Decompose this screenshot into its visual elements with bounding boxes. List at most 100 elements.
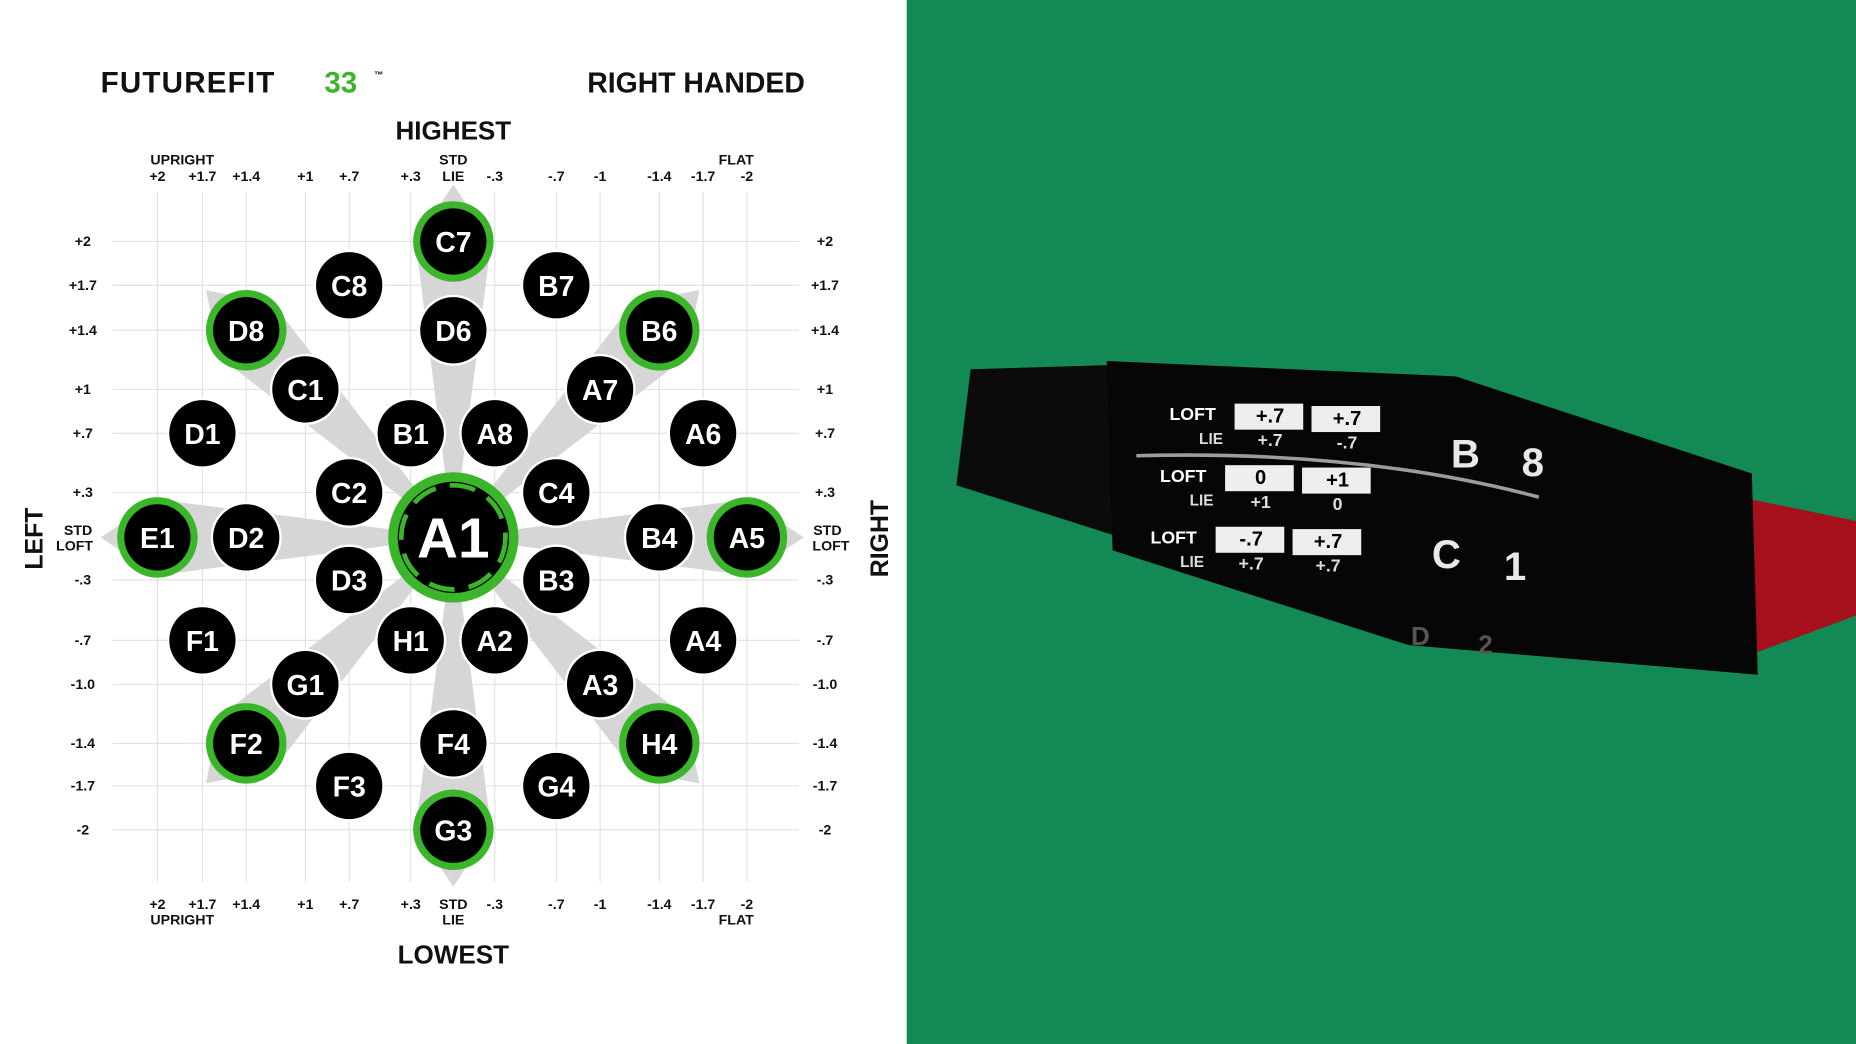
setting-A3[interactable]: A3 — [564, 648, 636, 720]
sleeve-mark: B — [1451, 432, 1480, 477]
setting-D8[interactable]: D8 — [205, 290, 287, 371]
setting-G3[interactable]: G3 — [413, 789, 494, 870]
std-loft-right-1: STD — [813, 523, 841, 539]
setting-label: A1 — [417, 508, 490, 571]
setting-C7[interactable]: C7 — [413, 201, 494, 282]
setting-H4[interactable]: H4 — [619, 703, 700, 784]
setting-B3[interactable]: B3 — [520, 544, 592, 616]
setting-D6[interactable]: D6 — [417, 294, 489, 366]
setting-C8[interactable]: C8 — [313, 249, 385, 321]
lie-tick-top: -.3 — [486, 169, 503, 185]
setting-label: A5 — [729, 523, 765, 555]
lie-tick-top: -.7 — [548, 169, 565, 185]
setting-label: C2 — [331, 478, 367, 510]
setting-C2[interactable]: C2 — [313, 456, 385, 528]
setting-D2[interactable]: D2 — [210, 501, 282, 573]
node-disc — [523, 252, 590, 319]
setting-A8[interactable]: A8 — [459, 397, 531, 469]
setting-B7[interactable]: B7 — [520, 249, 592, 321]
center-disc — [397, 481, 509, 594]
brand-name: FUTUREFIT — [101, 66, 276, 99]
adapter-text: +.7 — [1257, 430, 1282, 450]
flat-label-top: FLAT — [719, 153, 755, 169]
lie-tick-top: +2 — [149, 169, 165, 185]
adapter-label-box — [1225, 465, 1294, 492]
node-disc — [523, 459, 590, 526]
lie-tick-top: -1.7 — [691, 169, 716, 185]
setting-B6[interactable]: B6 — [619, 290, 700, 371]
adapter-text: +.7 — [1256, 406, 1285, 428]
setting-H1[interactable]: H1 — [375, 604, 447, 676]
setting-label: B1 — [393, 419, 429, 451]
node-disc — [213, 710, 280, 777]
setting-G1[interactable]: G1 — [269, 648, 341, 720]
setting-F3[interactable]: F3 — [313, 750, 385, 822]
setting-G4[interactable]: G4 — [520, 750, 592, 822]
setting-label: H1 — [393, 626, 429, 658]
setting-F4[interactable]: F4 — [417, 707, 489, 779]
loft-tick-left: +1.4 — [69, 323, 97, 339]
setting-A5[interactable]: A5 — [706, 497, 788, 578]
lie-tick-bottom: +.7 — [339, 897, 359, 913]
lie-tick-bottom: -1.7 — [691, 897, 716, 913]
setting-label: G1 — [286, 670, 324, 702]
loft-tick-right: +.7 — [815, 426, 835, 442]
lie-tick-top: +.3 — [401, 169, 421, 185]
setting-B1[interactable]: B1 — [375, 397, 447, 469]
loft-tick-right: +1.7 — [811, 278, 839, 294]
setting-label: G4 — [537, 772, 575, 804]
setting-A4[interactable]: A4 — [667, 604, 739, 676]
setting-label: G3 — [434, 815, 472, 847]
node-disc — [316, 459, 383, 526]
node-disc — [669, 607, 737, 674]
brand-tm: ™ — [374, 70, 383, 81]
loft-tick-right: +.3 — [815, 485, 835, 501]
loft-tick-right: +2 — [817, 234, 833, 250]
adapter-text: +.7 — [1314, 531, 1343, 553]
adapter-tip — [956, 364, 1125, 539]
std-lie-bottom-1: STD — [439, 897, 467, 913]
node-disc — [626, 504, 693, 571]
node-disc — [169, 400, 236, 467]
flat-label-bottom: FLAT — [719, 912, 755, 928]
lie-tick-top: -2 — [741, 169, 754, 185]
setting-A2[interactable]: A2 — [459, 604, 531, 676]
setting-label: A3 — [582, 670, 618, 702]
adapter-body — [1106, 361, 1758, 675]
setting-A7[interactable]: A7 — [564, 353, 636, 425]
setting-C1[interactable]: C1 — [269, 353, 341, 425]
setting-label: A4 — [685, 626, 722, 658]
setting-D1[interactable]: D1 — [166, 397, 238, 469]
sleeve-mark: C — [1432, 532, 1461, 577]
loft-tick-right: -1.4 — [813, 736, 838, 752]
setting-D3[interactable]: D3 — [313, 544, 385, 616]
sleeve-mark: 2 — [1478, 629, 1492, 659]
setting-A1[interactable]: A1 — [388, 472, 519, 603]
setting-E1[interactable]: E1 — [117, 497, 198, 578]
adapter-text: +.7 — [1239, 553, 1264, 573]
adapter-highlight — [1136, 453, 1540, 499]
setting-B4[interactable]: B4 — [623, 501, 695, 573]
node-disc — [566, 356, 634, 423]
setting-label: D3 — [331, 566, 367, 598]
shaft — [1728, 497, 1856, 663]
sleeve-mark: D — [1411, 621, 1430, 651]
node-disc — [523, 546, 590, 614]
lie-tick-bottom: -.3 — [486, 897, 503, 913]
adapter-text: LOFT — [1151, 527, 1197, 547]
adapter-text: -.7 — [1337, 433, 1358, 453]
setting-F1[interactable]: F1 — [166, 604, 238, 676]
setting-label: B7 — [538, 271, 574, 303]
setting-A6[interactable]: A6 — [667, 397, 739, 469]
right-label: RIGHT — [867, 500, 894, 577]
node-disc — [626, 297, 693, 364]
setting-label: E1 — [140, 523, 175, 555]
setting-label: B3 — [538, 566, 574, 598]
upright-label-bottom: UPRIGHT — [150, 912, 214, 928]
setting-F2[interactable]: F2 — [205, 703, 287, 784]
adapter-text: LIE — [1199, 431, 1223, 448]
node-disc — [272, 651, 339, 718]
setting-C4[interactable]: C4 — [520, 456, 592, 528]
adapter-text: +1 — [1250, 492, 1270, 512]
